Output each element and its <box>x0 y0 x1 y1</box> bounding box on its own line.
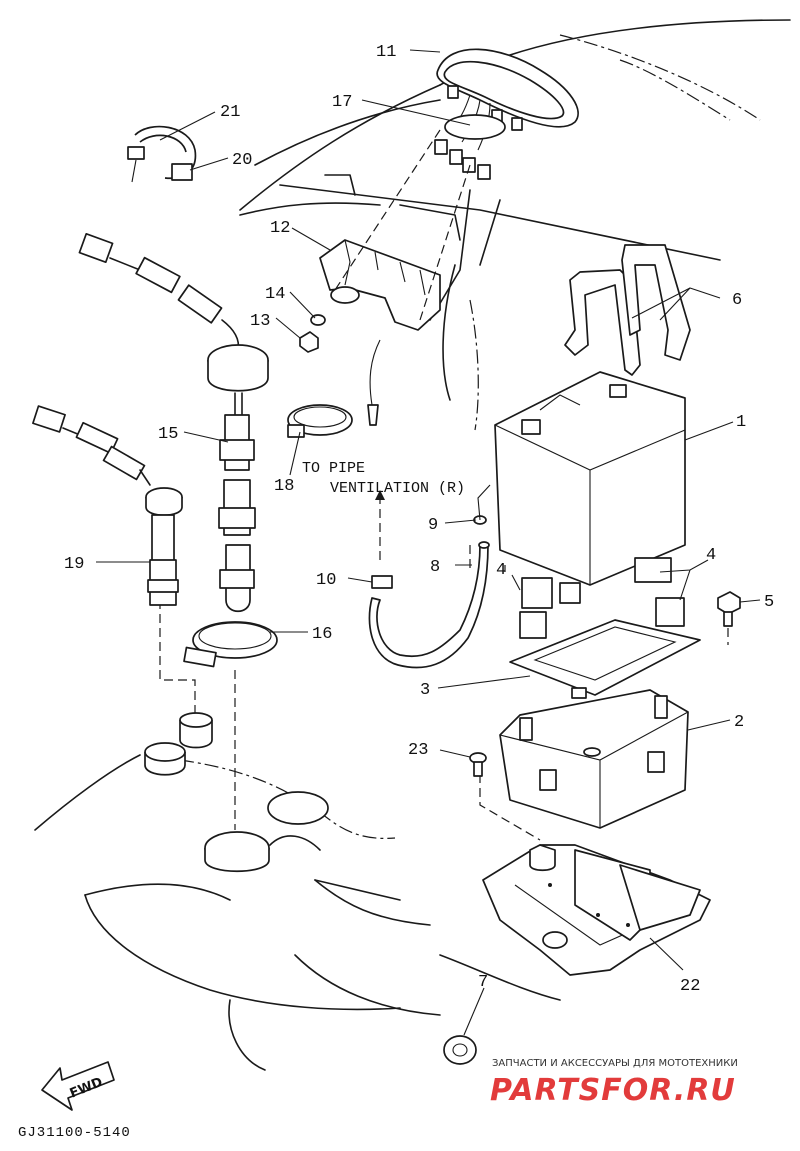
callout-20: 20 <box>232 151 252 170</box>
vent-note-line1: TO PIPE <box>302 460 365 477</box>
callout-19: 19 <box>64 555 84 574</box>
battery-box <box>499 689 689 829</box>
callout-17: 17 <box>332 93 352 112</box>
sender-unit <box>78 232 269 613</box>
battery-plate <box>509 619 701 699</box>
watermark-brand: PARTSFOR.RU <box>490 1073 736 1108</box>
nut-washer <box>299 314 326 353</box>
screw <box>469 752 487 777</box>
callout-2: 2 <box>734 713 744 732</box>
callout-3: 3 <box>420 681 430 700</box>
callout-1: 1 <box>736 413 746 432</box>
callout-18: 18 <box>274 477 294 496</box>
callout-8: 8 <box>430 558 440 577</box>
callout-21: 21 <box>220 103 240 122</box>
battery-pads <box>519 557 685 639</box>
wire-clamp <box>127 125 197 183</box>
bolt <box>717 591 741 645</box>
callout-4-right: 4 <box>706 546 716 565</box>
fwd-arrow: FWD <box>41 1061 115 1111</box>
oil-level-switch <box>32 405 183 606</box>
callout-15: 15 <box>158 425 178 444</box>
diagram-code: GJ31100-5140 <box>18 1125 131 1141</box>
callout-10: 10 <box>316 571 336 590</box>
lead-connectors <box>434 114 506 180</box>
callout-5: 5 <box>764 593 774 612</box>
callout-labels: 11 17 21 20 12 14 13 15 18 19 16 10 8 9 … <box>64 43 774 996</box>
bracket <box>319 239 441 426</box>
battery-bands <box>564 244 691 376</box>
callout-14: 14 <box>265 285 285 304</box>
callout-22: 22 <box>680 977 700 996</box>
callout-12: 12 <box>270 219 290 238</box>
callout-23: 23 <box>408 741 428 760</box>
watermark-tagline: ЗАПЧАСТИ И АКСЕССУАРЫ ДЛЯ МОТОТЕХНИКИ <box>492 1058 738 1069</box>
deck-fittings <box>144 712 329 873</box>
callout-7: 7 <box>478 973 488 992</box>
callout-13: 13 <box>250 312 270 331</box>
callout-6: 6 <box>732 291 742 310</box>
battery-tray <box>482 844 711 976</box>
callout-9: 9 <box>428 516 438 535</box>
battery <box>473 371 686 586</box>
callout-4-left: 4 <box>496 561 506 580</box>
leader-lines <box>96 49 761 1036</box>
hose-clamp <box>287 404 353 438</box>
callout-16: 16 <box>312 625 332 644</box>
callout-11: 11 <box>376 43 396 62</box>
meter-assembly <box>436 48 579 151</box>
grommet-washer <box>443 1035 477 1065</box>
hose-band <box>183 621 278 668</box>
vent-note-line2: VENTILATION (R) <box>330 480 465 497</box>
vent-hose <box>368 541 490 669</box>
